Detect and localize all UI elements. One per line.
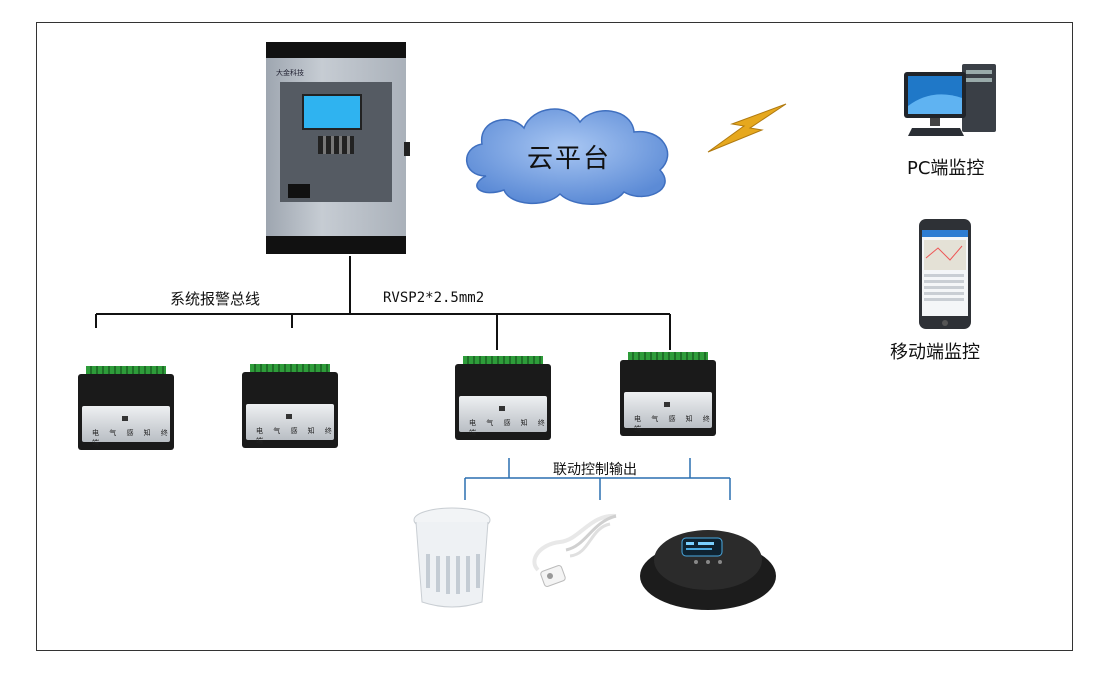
pc-monitor-label: PC端监控 [907,158,985,179]
exhaust-fan-device [413,507,491,608]
sensor-module-4: 电 气 感 知 终 端 [620,352,716,442]
module-plate-label: 电 气 感 知 终 端 [256,427,336,445]
controller-screen [302,94,362,130]
alarm-controller-panel: 大金科技 [266,42,410,254]
cloud-icon [465,108,669,205]
sensor-module-2: 电 气 感 知 终 端 [242,364,338,454]
module-plate-label: 电 气 感 知 终 端 [92,429,172,447]
alarm-siren-device [640,530,776,610]
module-plate-label: 电 气 感 知 终 端 [469,419,549,437]
sensor-module-3: 电 气 感 知 终 端 [455,356,551,446]
module-plate-label: 电 气 感 知 终 端 [634,415,714,433]
pc-monitor-icon [904,64,996,136]
mobile-monitor-label: 移动端监控 [890,342,980,363]
lightning-icon [707,103,787,153]
cloud-label: 云平台 [527,144,612,174]
controller-logo: 大金科技 [276,69,304,77]
controller-printer-slot [288,184,310,198]
controller-keypad [318,136,354,154]
bus-label: 系统报警总线 [170,290,261,308]
linkage-label: 联动控制输出 [553,462,637,478]
cable-spec-label: RVSP2*2.5mm2 [383,290,485,306]
mobile-phone-icon [919,219,971,329]
sensor-cable-device [532,513,617,587]
sensor-module-1: 电 气 感 知 终 端 [78,366,174,456]
